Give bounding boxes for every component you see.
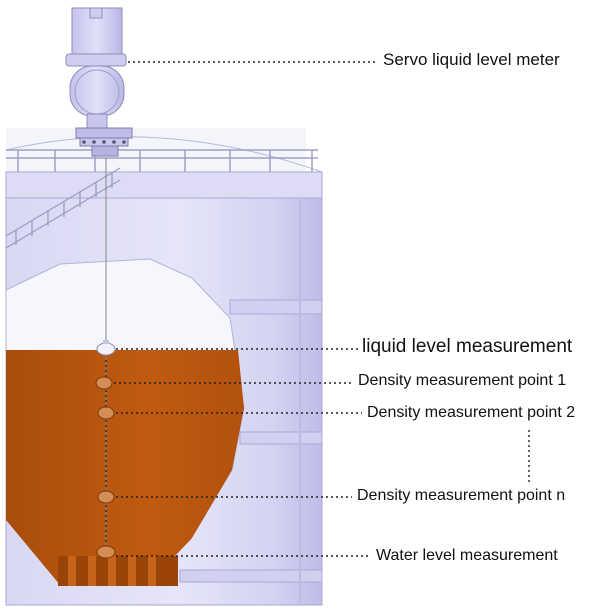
leader-lines xyxy=(114,61,530,557)
label-density-point-2: Density measurement point 2 xyxy=(367,404,576,421)
displacer-density-n xyxy=(97,490,115,504)
roof-railing xyxy=(6,149,318,172)
displacer-density-2 xyxy=(97,406,115,420)
label-density-point-n: Density measurement point n xyxy=(357,487,566,504)
label-liquid-level-measurement: liquid level measurement xyxy=(362,336,573,357)
displacer-water-level xyxy=(96,545,116,559)
water-layer xyxy=(58,556,178,586)
servo-gauge-device xyxy=(65,7,133,157)
liquid-body xyxy=(6,350,244,585)
spiral-staircase xyxy=(5,167,121,249)
displacer-density-1 xyxy=(95,376,113,390)
displacer-liquid-level xyxy=(96,340,116,356)
label-density-point-1: Density measurement point 1 xyxy=(358,372,567,389)
label-water-level-measurement: Water level measurement xyxy=(376,547,558,564)
label-servo-level-meter: Servo liquid level meter xyxy=(383,50,560,69)
